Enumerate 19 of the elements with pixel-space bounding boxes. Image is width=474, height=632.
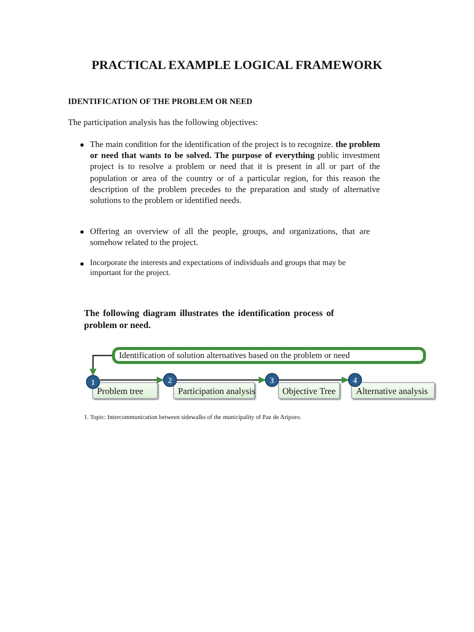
page-title: PRACTICAL EXAMPLE LOGICAL FRAMEWORK [90, 58, 384, 73]
bullet-text: The main condition for the identification of the project is to recognize. the problem or need that wants to be solved. The purpose of everything public investment project is to resolve a problem or need that it is present in all or part of the population or area of the country or of a particular region, for this reason the description of the problem precedes to the preparation and study of alternative solutions to the problem or identified needs. [90, 139, 380, 205]
step-number: 1 [86, 375, 100, 389]
process-box: Alternative analysis [351, 382, 435, 399]
diagram-intro: The following diagram illustrates the identification process of problem or need. [84, 308, 334, 330]
arrow [279, 376, 349, 384]
process-box: Objective Tree [278, 382, 340, 399]
arrow [177, 376, 266, 384]
step-number: 4 [348, 373, 362, 387]
arrow [100, 376, 164, 384]
process-box: Participation analysis [173, 382, 255, 399]
bullet-text: Incorporate the interests and expectations of individuals and groups that may be important for the project. [90, 258, 346, 278]
step-number: 2 [163, 373, 177, 387]
section-heading: IDENTIFICATION OF THE PROBLEM OR NEED [68, 97, 252, 106]
step-number: 3 [265, 373, 279, 387]
intro-text: The participation analysis has the following objectives: [68, 117, 258, 127]
arrow [90, 354, 112, 376]
banner-box: Identification of solution alternatives based on the problem or need [112, 347, 426, 364]
bullet-text: Offering an overview of all the people, groups, and organizations, that are somehow related to the project. [90, 226, 370, 248]
